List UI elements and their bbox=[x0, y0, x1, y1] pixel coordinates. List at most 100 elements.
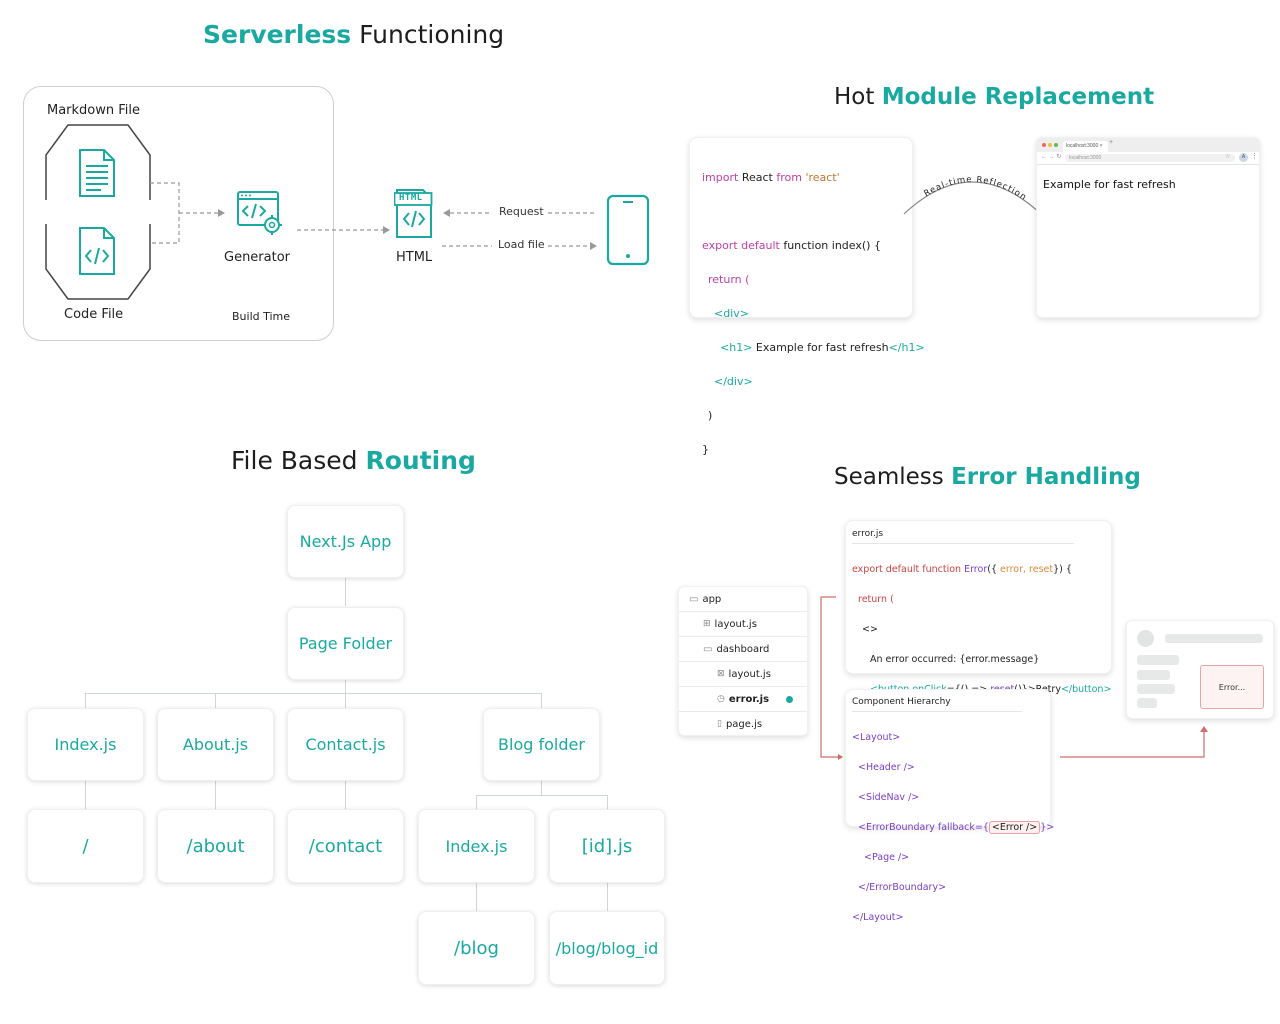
code-line-1: import React from 'react' bbox=[702, 169, 925, 186]
node-contact-route: /contact bbox=[287, 809, 404, 883]
generator-to-html-arrow bbox=[297, 226, 390, 234]
serverless-title-highlight: Serverless bbox=[203, 20, 352, 49]
tree-row-app[interactable]: ▭app bbox=[679, 587, 807, 612]
tree-to-code-bracket bbox=[820, 596, 843, 760]
build-panel bbox=[23, 86, 334, 341]
bookmark-icon[interactable]: ☆ bbox=[1225, 154, 1231, 160]
connector bbox=[607, 881, 608, 911]
preview-avatar bbox=[1137, 630, 1154, 647]
phone-icon bbox=[606, 194, 650, 266]
html-badge-text: HTML bbox=[399, 193, 423, 203]
code-line-8: } bbox=[702, 443, 709, 456]
connector bbox=[476, 881, 477, 911]
code-import: import bbox=[702, 171, 739, 184]
node-blog-index-js: Index.js bbox=[418, 809, 535, 883]
browser-url-field[interactable]: localhost:3000 bbox=[1065, 154, 1235, 162]
code-line-3: return ( bbox=[708, 273, 750, 286]
connector bbox=[345, 693, 346, 708]
code-react-str: 'react' bbox=[801, 171, 840, 184]
markdown-file-label: Markdown File bbox=[47, 103, 141, 118]
routing-title: File Based Routing bbox=[231, 446, 476, 475]
profile-avatar[interactable]: A bbox=[1239, 153, 1248, 162]
node-index-js: Index.js bbox=[27, 708, 144, 781]
code-from: from bbox=[776, 171, 802, 184]
connector bbox=[215, 693, 216, 708]
connector bbox=[345, 678, 346, 693]
code-file-icon bbox=[79, 227, 115, 275]
active-dot bbox=[786, 696, 793, 703]
layout-icon: ⊠ bbox=[717, 669, 725, 679]
connector bbox=[476, 795, 607, 796]
realtime-reflection-label: Real-time Reflection bbox=[922, 175, 1027, 203]
routing-title-highlight: Routing bbox=[365, 446, 476, 475]
code-line-6: </div> bbox=[714, 375, 753, 388]
node-contact-js: Contact.js bbox=[287, 708, 404, 781]
request-label: Request bbox=[499, 205, 544, 218]
connector bbox=[345, 779, 346, 809]
html-file-icon bbox=[394, 189, 433, 238]
node-about-route: /about bbox=[157, 809, 274, 883]
preview-sidebar-bar bbox=[1137, 655, 1179, 665]
browser-toolbar: ← → ↻ localhost:3000 ☆ A ⋮ bbox=[1037, 152, 1259, 165]
load-file-arrow bbox=[442, 242, 597, 250]
layout-icon: ⊞ bbox=[703, 619, 711, 629]
tree-row-error-js[interactable]: ◷error.js bbox=[679, 687, 807, 712]
nav-arrows-icon[interactable]: ← → ↻ bbox=[1041, 154, 1062, 160]
build-time-label: Build Time bbox=[232, 310, 291, 323]
node-page-folder: Page Folder bbox=[287, 607, 404, 680]
node-nextjs-app: Next.Js App bbox=[287, 505, 404, 578]
connector bbox=[85, 693, 86, 708]
browser-tabbar: localhost:3000 × + bbox=[1037, 138, 1259, 152]
generator-label: Generator bbox=[224, 250, 291, 265]
files-to-generator-arrows bbox=[150, 182, 225, 244]
code-export-default: export default bbox=[702, 239, 780, 252]
connector bbox=[607, 795, 608, 809]
preview-sidebar-bar bbox=[1137, 698, 1157, 708]
errors-title-plain: Seamless bbox=[834, 464, 952, 490]
connector bbox=[541, 693, 542, 708]
node-blog-route: /blog bbox=[418, 911, 535, 985]
routing-title-plain: File Based bbox=[231, 446, 366, 475]
files-octagon bbox=[40, 124, 156, 300]
errors-title-highlight: Error Handling bbox=[951, 464, 1141, 490]
hierarchy-card: Component Hierarchy <Layout> <Header /> … bbox=[845, 689, 1054, 923]
code-line-2: export default function index() { bbox=[702, 237, 925, 254]
tree-row-layout[interactable]: ⊞layout.js bbox=[679, 612, 807, 637]
hmr-title-highlight: Module Replacement bbox=[881, 84, 1155, 110]
hmr-title: Hot Module Replacement bbox=[834, 84, 1154, 110]
code-line-5: <h1> Example for fast refresh</h1> bbox=[720, 341, 925, 354]
preview-sidebar-bar bbox=[1137, 670, 1170, 680]
serverless-title: Serverless Functioning bbox=[203, 20, 504, 49]
node-blog-folder: Blog folder bbox=[483, 708, 600, 781]
connector bbox=[85, 693, 541, 694]
connector bbox=[345, 576, 346, 606]
errorjs-filename: error.js bbox=[852, 529, 884, 539]
errorjs-card: error.js export default function Error({… bbox=[845, 520, 1112, 785]
request-arrow bbox=[443, 209, 597, 217]
preview-sidebar-bar bbox=[1137, 684, 1175, 694]
realtime-reflection-arc: Real-time Reflection bbox=[903, 175, 1042, 215]
code-file-label: Code File bbox=[64, 307, 124, 322]
browser-tab[interactable]: localhost:3000 × bbox=[1063, 141, 1108, 152]
tree-row-dashboard[interactable]: ▭dashboard bbox=[679, 637, 807, 662]
connector bbox=[541, 779, 542, 795]
hmr-title-plain: Hot bbox=[834, 84, 882, 110]
tree-row-dashboard-layout[interactable]: ⊠layout.js bbox=[679, 662, 807, 687]
error-icon: ◷ bbox=[717, 694, 725, 704]
folder-icon: ▭ bbox=[689, 593, 699, 605]
file-icon: ▯ bbox=[717, 719, 722, 729]
html-label: HTML bbox=[396, 250, 433, 265]
preview-error-box: Error... bbox=[1200, 665, 1264, 709]
folder-icon: ▭ bbox=[703, 643, 713, 655]
hmr-code-card: import React from 'react' export default… bbox=[689, 137, 925, 456]
new-tab-icon[interactable]: + bbox=[1109, 139, 1114, 146]
tree-row-page-js[interactable]: ▯page.js bbox=[717, 718, 763, 730]
file-tree: ▭app ⊞layout.js ▭dashboard ⊠layout.js ◷e… bbox=[678, 586, 808, 736]
browser-window: localhost:3000 × + ← → ↻ localhost:3000 … bbox=[1036, 137, 1260, 318]
browser-menu-icon[interactable]: ⋮ bbox=[1251, 153, 1258, 160]
connector bbox=[215, 779, 216, 809]
connector bbox=[476, 795, 477, 809]
node-blog-id-js: [id].js bbox=[549, 809, 665, 883]
code-line-7: ) bbox=[708, 409, 713, 422]
node-root-route: / bbox=[27, 809, 144, 883]
